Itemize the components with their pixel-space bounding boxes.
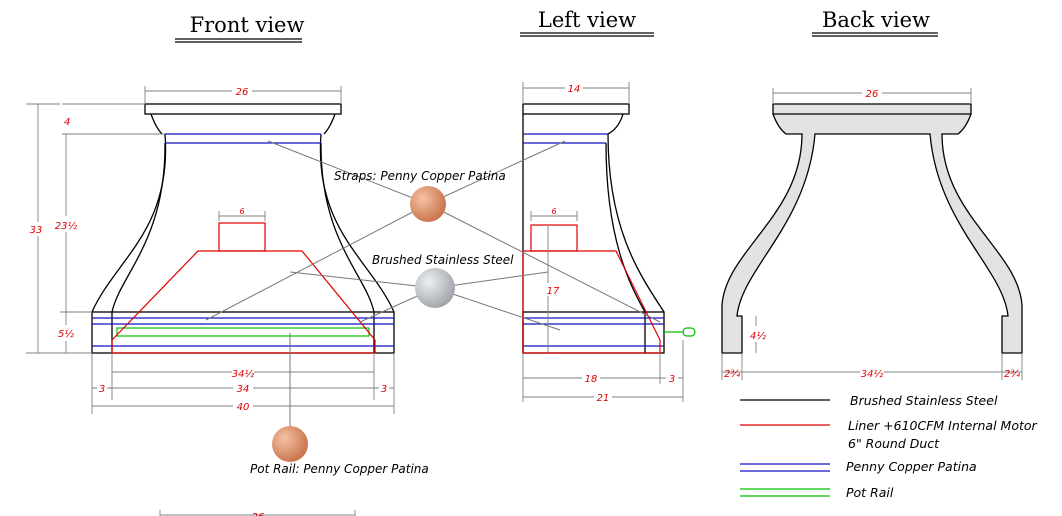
- back-view-drawing: [721, 103, 1023, 354]
- dim-front-top-width: 26: [236, 87, 249, 98]
- straps-copper-swatch: [410, 186, 446, 222]
- dim-left-bottom-inner: 18: [585, 374, 598, 385]
- dim-front-total-width: 40: [237, 402, 250, 413]
- dim-back-right-leg: 2¾: [1004, 369, 1020, 380]
- dim-front-mid-width: 34: [237, 384, 250, 395]
- straps-annotation: Straps: Penny Copper Patina: [334, 169, 506, 183]
- legend-sublabel-liner: 6" Round Duct: [848, 436, 940, 451]
- legend-label-rail: Pot Rail: [846, 485, 894, 500]
- dim-left-bottom-total: 21: [597, 393, 610, 404]
- dim-left-height: 17: [547, 286, 560, 297]
- front-view-title-group: Front view: [175, 13, 305, 43]
- leader-lines: [205, 140, 661, 444]
- dim-bottom-partial: 26: [252, 512, 265, 516]
- dim-front-lower-height: 5½: [58, 328, 74, 340]
- dim-front-body-height: 23½: [55, 220, 78, 232]
- left-dimensions: 14 6 17 18 3 21: [522, 82, 684, 404]
- dim-back-leg-height: 4½: [750, 330, 766, 342]
- left-view-title: Left view: [538, 8, 636, 32]
- legend-label-liner: Liner +610CFM Internal Motor: [848, 418, 1038, 433]
- legend: Brushed Stainless Steel Liner +610CFM In…: [740, 393, 1038, 500]
- dim-front-total-height: 33: [30, 225, 43, 236]
- dim-back-top-width: 26: [866, 89, 879, 100]
- back-view-title-group: Back view: [812, 8, 938, 37]
- dim-front-top-height: 4: [64, 117, 70, 128]
- dim-back-left-leg: 2¾: [724, 369, 740, 380]
- left-view-drawing: [522, 103, 696, 354]
- dim-front-right-offset: 3: [381, 384, 387, 395]
- pot-rail-annotation: Pot Rail: Penny Copper Patina: [250, 462, 429, 476]
- front-view-title: Front view: [190, 13, 305, 37]
- dim-front-inner-width: 34½: [232, 368, 255, 380]
- dim-left-bottom-offset: 3: [669, 374, 675, 385]
- brushed-steel-swatch: [415, 268, 455, 308]
- front-view-drawing: [91, 103, 395, 354]
- bottom-partial-dimension: 26: [159, 510, 356, 516]
- dim-left-top-width: 14: [568, 84, 581, 95]
- back-view-title: Back view: [822, 8, 930, 32]
- brushed-steel-annotation: Brushed Stainless Steel: [372, 253, 514, 267]
- legend-label-steel: Brushed Stainless Steel: [850, 393, 998, 408]
- left-view-title-group: Left view: [520, 8, 654, 37]
- legend-label-copper: Penny Copper Patina: [846, 459, 977, 474]
- dim-front-left-offset: 3: [99, 384, 105, 395]
- front-dimensions: 26 4 33 23½ 5½ 6 34½ 34: [26, 84, 395, 414]
- pot-rail-copper-swatch: [272, 426, 308, 462]
- dim-left-stack-width: 6: [551, 207, 556, 216]
- dim-front-stack-width: 6: [239, 207, 244, 216]
- dim-back-inner-width: 34½: [861, 368, 884, 380]
- back-dimensions: 26 4½ 2¾ 34½ 2¾: [721, 87, 1023, 380]
